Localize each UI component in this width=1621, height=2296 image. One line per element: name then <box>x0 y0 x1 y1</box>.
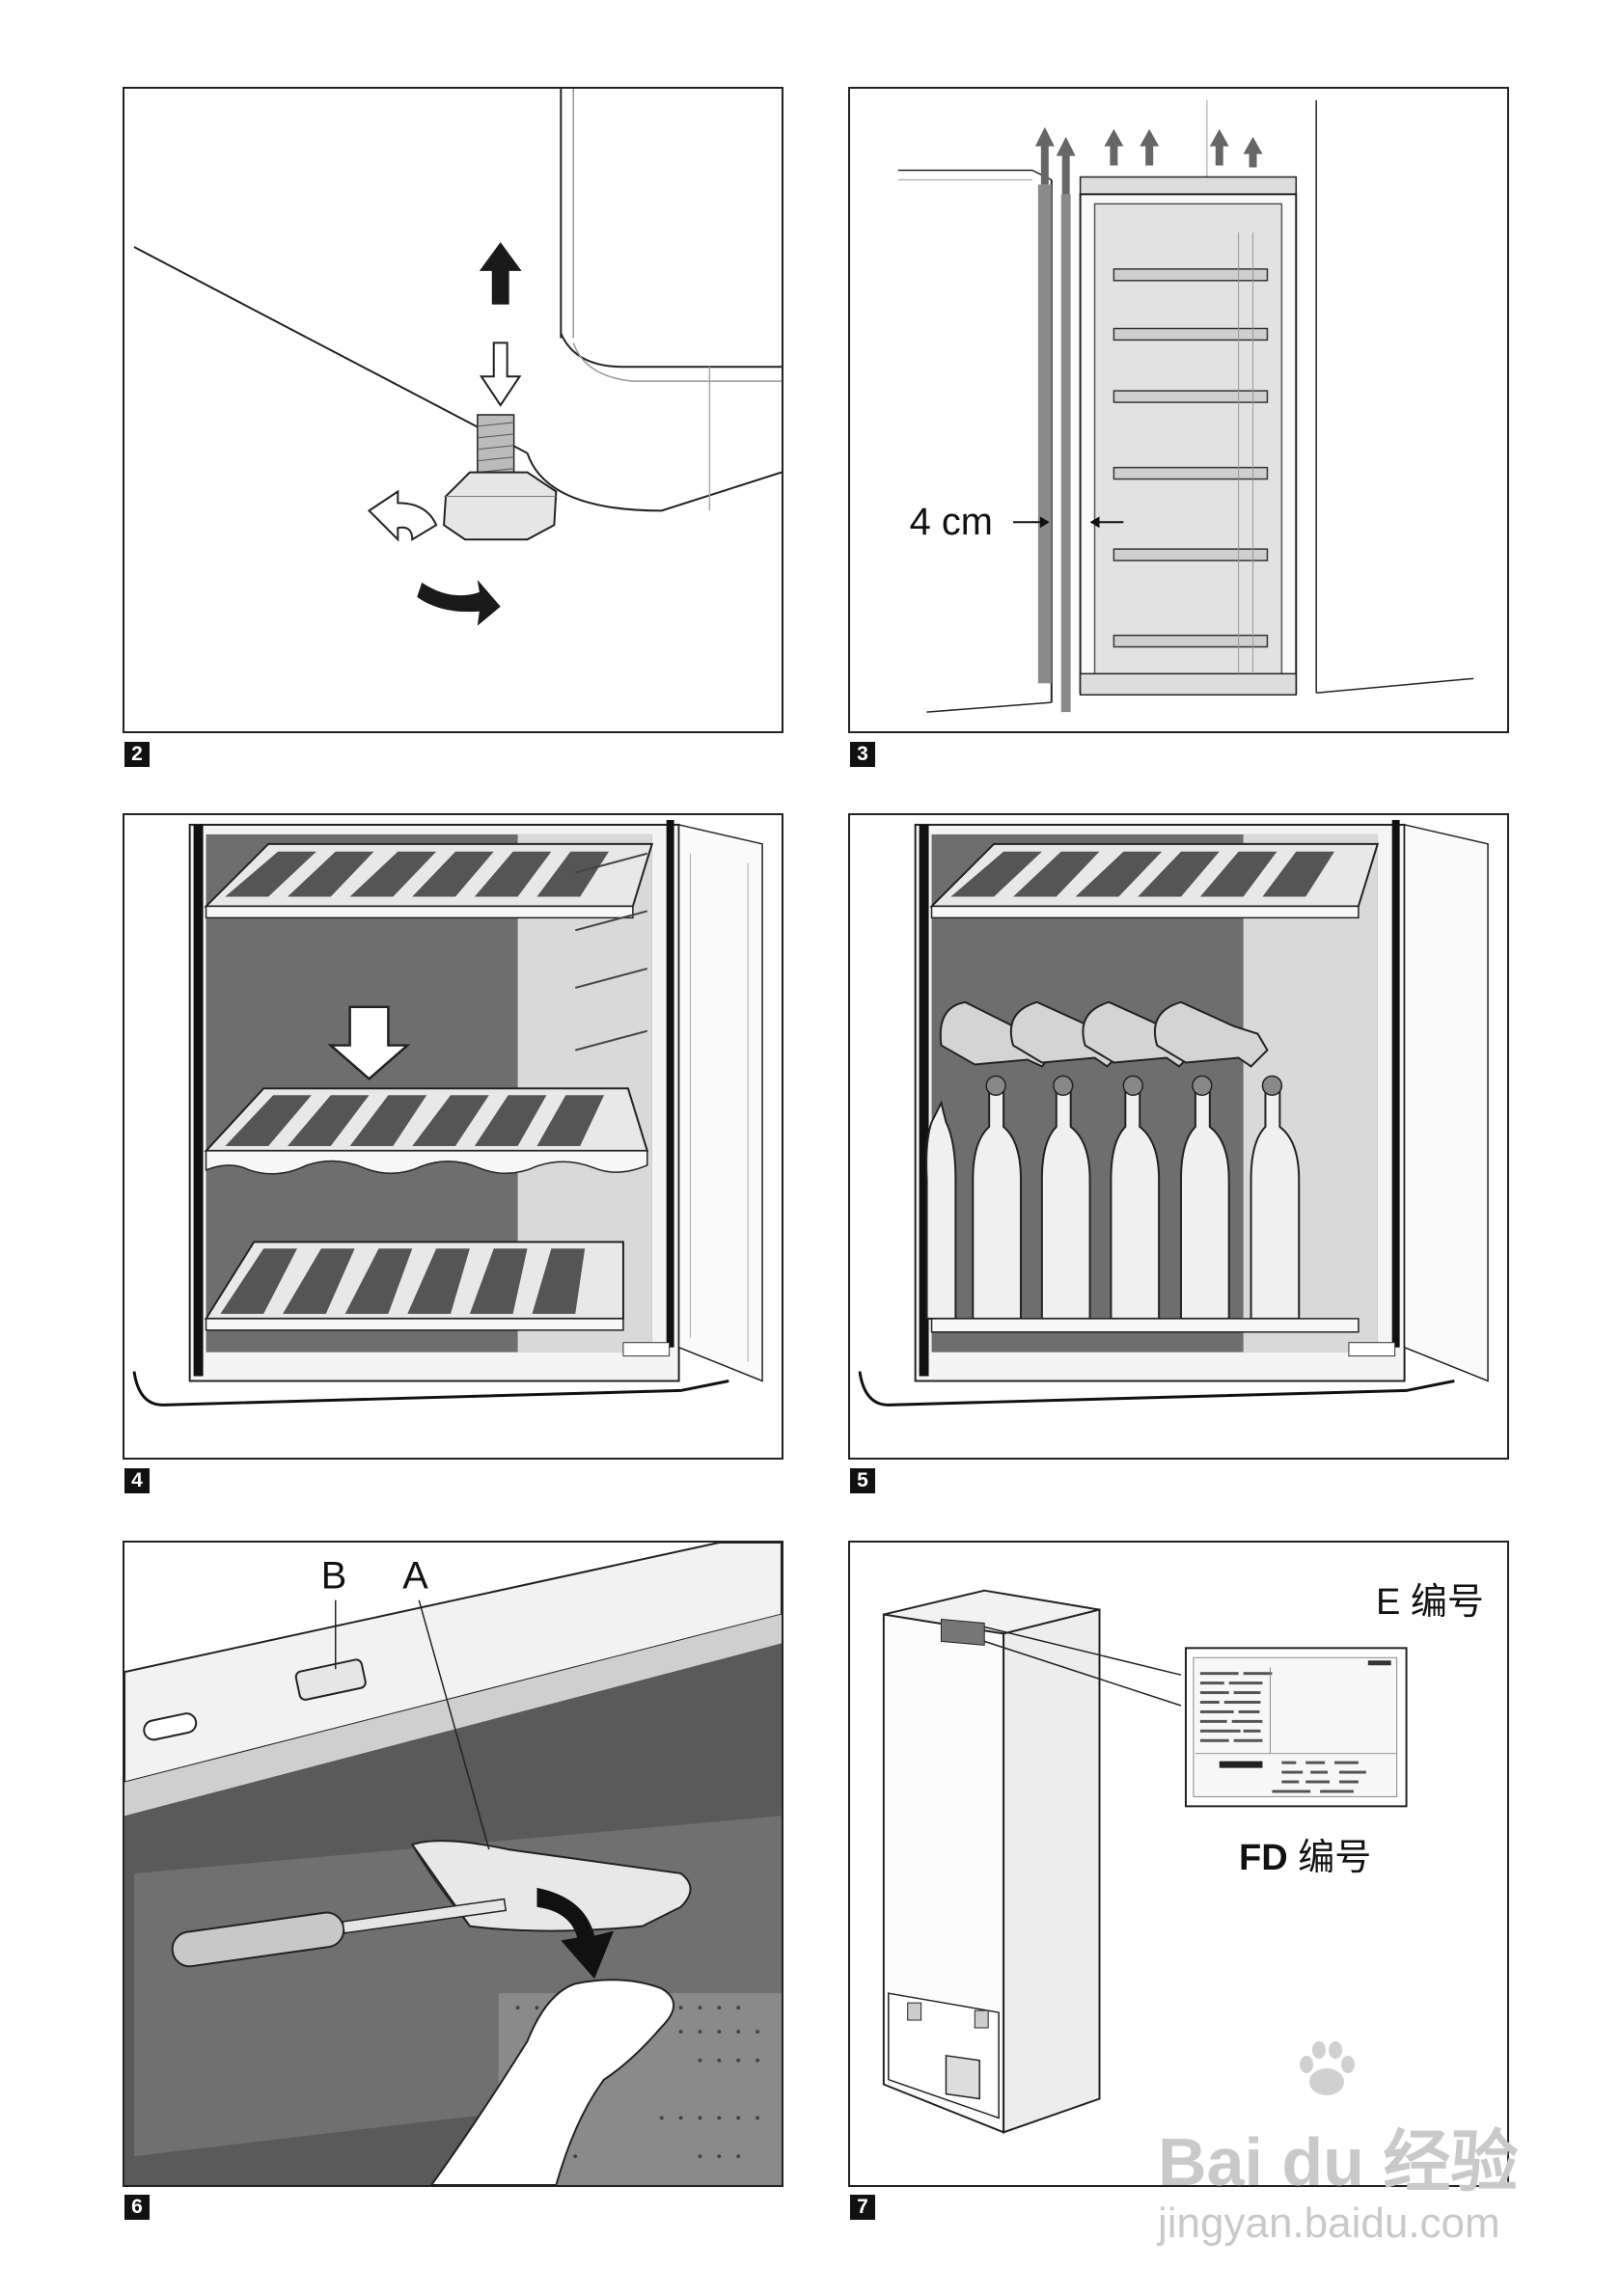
label-e-number: E 编号 <box>1376 1582 1484 1623</box>
label-fd-suffix: 编号 <box>1287 1838 1372 1878</box>
watermark-brand: Bai du 经验 <box>1158 2124 1519 2200</box>
figure-3-number: 3 <box>850 742 875 767</box>
hand <box>429 1979 675 2185</box>
standing-bottles <box>925 1087 1301 1320</box>
shelf-top <box>204 842 654 919</box>
rating-plate-location <box>940 1618 985 1646</box>
rating-plate-enlarged <box>1184 1647 1408 1808</box>
figure-4-number: 4 <box>124 1468 150 1493</box>
label-fd-prefix: FD <box>1239 1838 1288 1878</box>
ceiling-slot <box>143 1712 198 1741</box>
figure-7-panel: E 编号 FD 编号 <box>848 1541 1509 2187</box>
watermark-url: jingyan.baidu.com <box>1158 2200 1500 2247</box>
figure-4-panel <box>123 813 783 1460</box>
down-arrow-icon <box>479 342 522 407</box>
down-arrow-icon <box>536 1887 614 1980</box>
figure-7-number: 7 <box>850 2195 875 2220</box>
down-arrow-icon <box>327 1005 411 1081</box>
airflow-arrows-icon <box>1034 126 1263 195</box>
figure-5-panel <box>848 813 1509 1460</box>
figure-2-number: 2 <box>124 742 150 767</box>
figure-3-panel: 4 cm <box>848 87 1509 733</box>
appliance-side-gap <box>1060 194 1071 713</box>
shelf-bottle-rest <box>204 1087 649 1175</box>
label-fd-number: FD 编号 <box>1239 1827 1371 1880</box>
appliance-body <box>882 1589 1101 2134</box>
left-ventilation-gap <box>1037 184 1052 684</box>
figure-3-illustration: 4 cm <box>897 99 1474 713</box>
figure-6-panel: B A <box>123 1541 783 2187</box>
shelf-bottom <box>204 1241 624 1331</box>
figure-5-illustration <box>858 819 1489 1407</box>
gap-measurement-label: 4 cm <box>910 501 993 543</box>
up-arrow-icon <box>479 242 522 305</box>
screwdriver <box>171 1898 508 1968</box>
rotate-arrow-filled-icon <box>417 579 501 626</box>
label-a: A <box>402 1555 428 1598</box>
figure-2-panel <box>123 87 783 733</box>
figure-6-illustration: B A <box>124 1543 782 2185</box>
rotate-arrow-open-icon <box>367 489 438 542</box>
gap-arrow-icon <box>1089 516 1100 529</box>
figure-7-illustration <box>882 1589 1408 2134</box>
wine-cooler-appliance <box>1079 176 1298 696</box>
figure-4-illustration <box>132 819 763 1407</box>
baidu-paw-icon <box>1293 2036 1360 2103</box>
figure-5-number: 5 <box>850 1468 875 1493</box>
figure-6-number: 6 <box>124 2195 150 2220</box>
adjustable-foot <box>443 414 558 541</box>
figure-2-illustration <box>133 89 782 626</box>
light-switch-b <box>294 1658 367 1701</box>
label-b: B <box>321 1555 347 1598</box>
lying-bottles <box>939 1000 1269 1068</box>
